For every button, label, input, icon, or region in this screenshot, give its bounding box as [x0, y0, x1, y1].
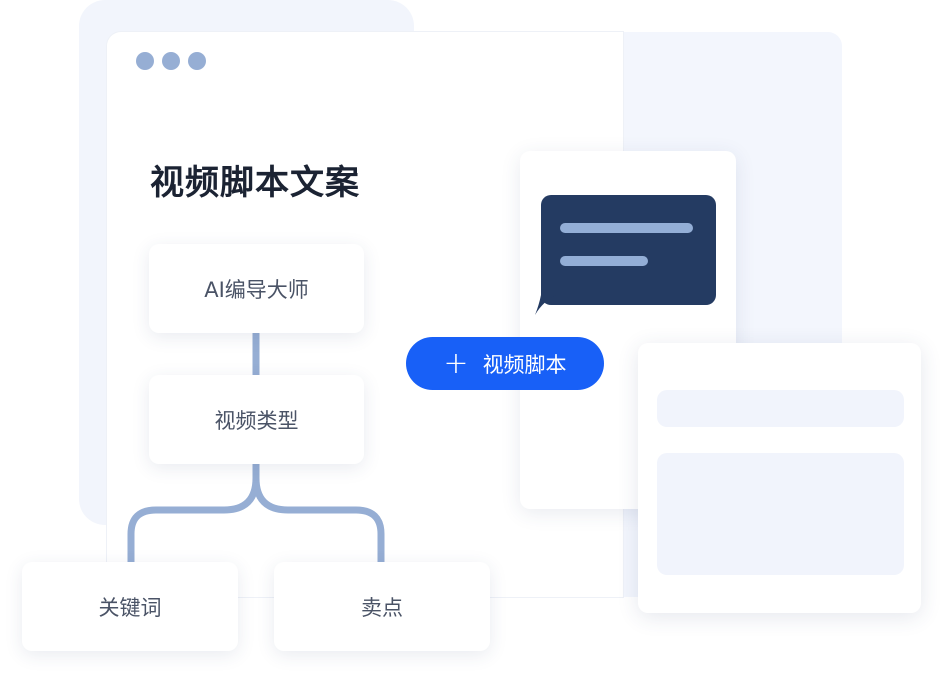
form-field-short[interactable] [657, 390, 904, 427]
connector-branch-right [252, 462, 385, 564]
chat-bubble-icon [535, 195, 716, 315]
add-video-script-button[interactable]: + 视频脚本 [406, 337, 604, 390]
flow-node-label: 卖点 [361, 595, 403, 620]
page-title: 视频脚本文案 [150, 163, 360, 203]
add-video-script-label: 视频脚本 [482, 352, 567, 377]
flow-node-video-type[interactable]: 视频类型 [149, 375, 364, 464]
flow-node-label: 视频类型 [214, 408, 299, 433]
flow-node-label: 关键词 [98, 595, 162, 620]
bubble-tail [535, 295, 557, 315]
window-dot-2 [162, 52, 180, 70]
flow-node-selling-points[interactable]: 卖点 [274, 562, 490, 651]
bubble-text-line-2 [560, 256, 648, 266]
window-dot-1 [136, 52, 154, 70]
bubble-text-line-1 [560, 223, 693, 233]
window-dot-3 [188, 52, 206, 70]
connector-branch-left [127, 462, 260, 564]
plus-icon: + [443, 345, 469, 381]
flow-node-keywords[interactable]: 关键词 [22, 562, 238, 651]
flow-node-label: AI编导大师 [204, 277, 309, 302]
form-field-textarea[interactable] [657, 453, 904, 575]
flow-node-director[interactable]: AI编导大师 [149, 244, 364, 333]
